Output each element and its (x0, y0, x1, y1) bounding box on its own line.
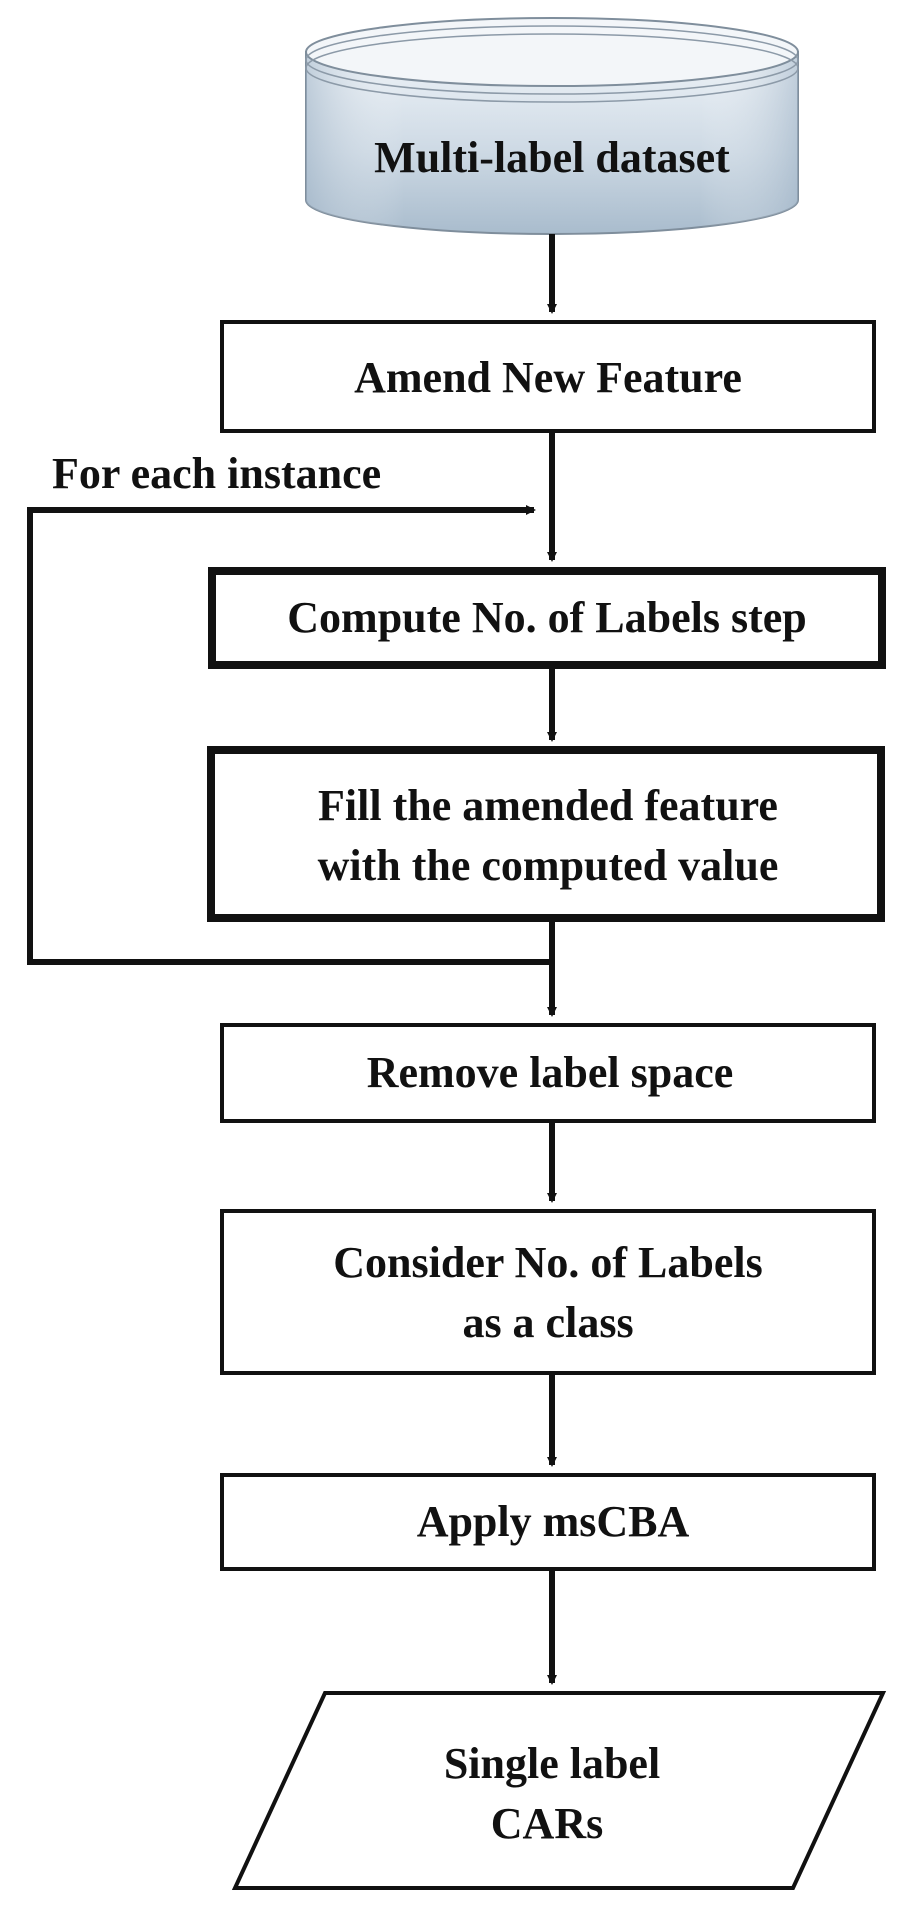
fill-feature-node: Fill the amended feature with the comput… (207, 746, 885, 922)
compute-labels-node: Compute No. of Labels step (208, 567, 886, 669)
dataset-label: Multi-label dataset (374, 133, 730, 182)
amend-new-feature-node: Amend New Feature (220, 320, 876, 433)
multi-label-dataset-node: Multi-label dataset (305, 17, 799, 235)
loop-label: For each instance (52, 449, 381, 498)
connectors (27, 234, 557, 1685)
output-parallelogram (231, 1691, 887, 1890)
apply-box (220, 1473, 876, 1571)
amend-label: Amend New Feature (354, 353, 742, 402)
apply-label: Apply msCBA (417, 1497, 690, 1546)
compute-label: Compute No. of Labels step (287, 593, 806, 642)
dataset-cylinder-top (305, 17, 799, 87)
consider-label-line-1: Consider No. of Labels (333, 1238, 762, 1287)
loop-back-arrow (27, 505, 552, 965)
remove-box (220, 1023, 876, 1123)
dataset-cylinder-ring-2 (305, 33, 799, 103)
consider-labels-node: Consider No. of Labels as a class (220, 1209, 876, 1375)
dataset-cylinder-ring-1 (305, 25, 799, 95)
amend-box (220, 320, 876, 433)
output-label-line-2: CARs (491, 1799, 603, 1848)
fill-label-line-1: Fill the amended feature (318, 781, 778, 830)
consider-box (220, 1209, 876, 1375)
fill-label-line-2: with the computed value (318, 841, 779, 890)
fill-box (207, 746, 885, 922)
compute-box (208, 567, 886, 669)
remove-label-space-node: Remove label space (220, 1023, 876, 1123)
output-label-line-1: Single label (444, 1739, 660, 1788)
output-cars-node: Single label CARs (231, 1691, 887, 1890)
apply-mscba-node: Apply msCBA (220, 1473, 876, 1571)
consider-label-line-2: as a class (462, 1298, 633, 1347)
remove-label: Remove label space (367, 1048, 734, 1097)
